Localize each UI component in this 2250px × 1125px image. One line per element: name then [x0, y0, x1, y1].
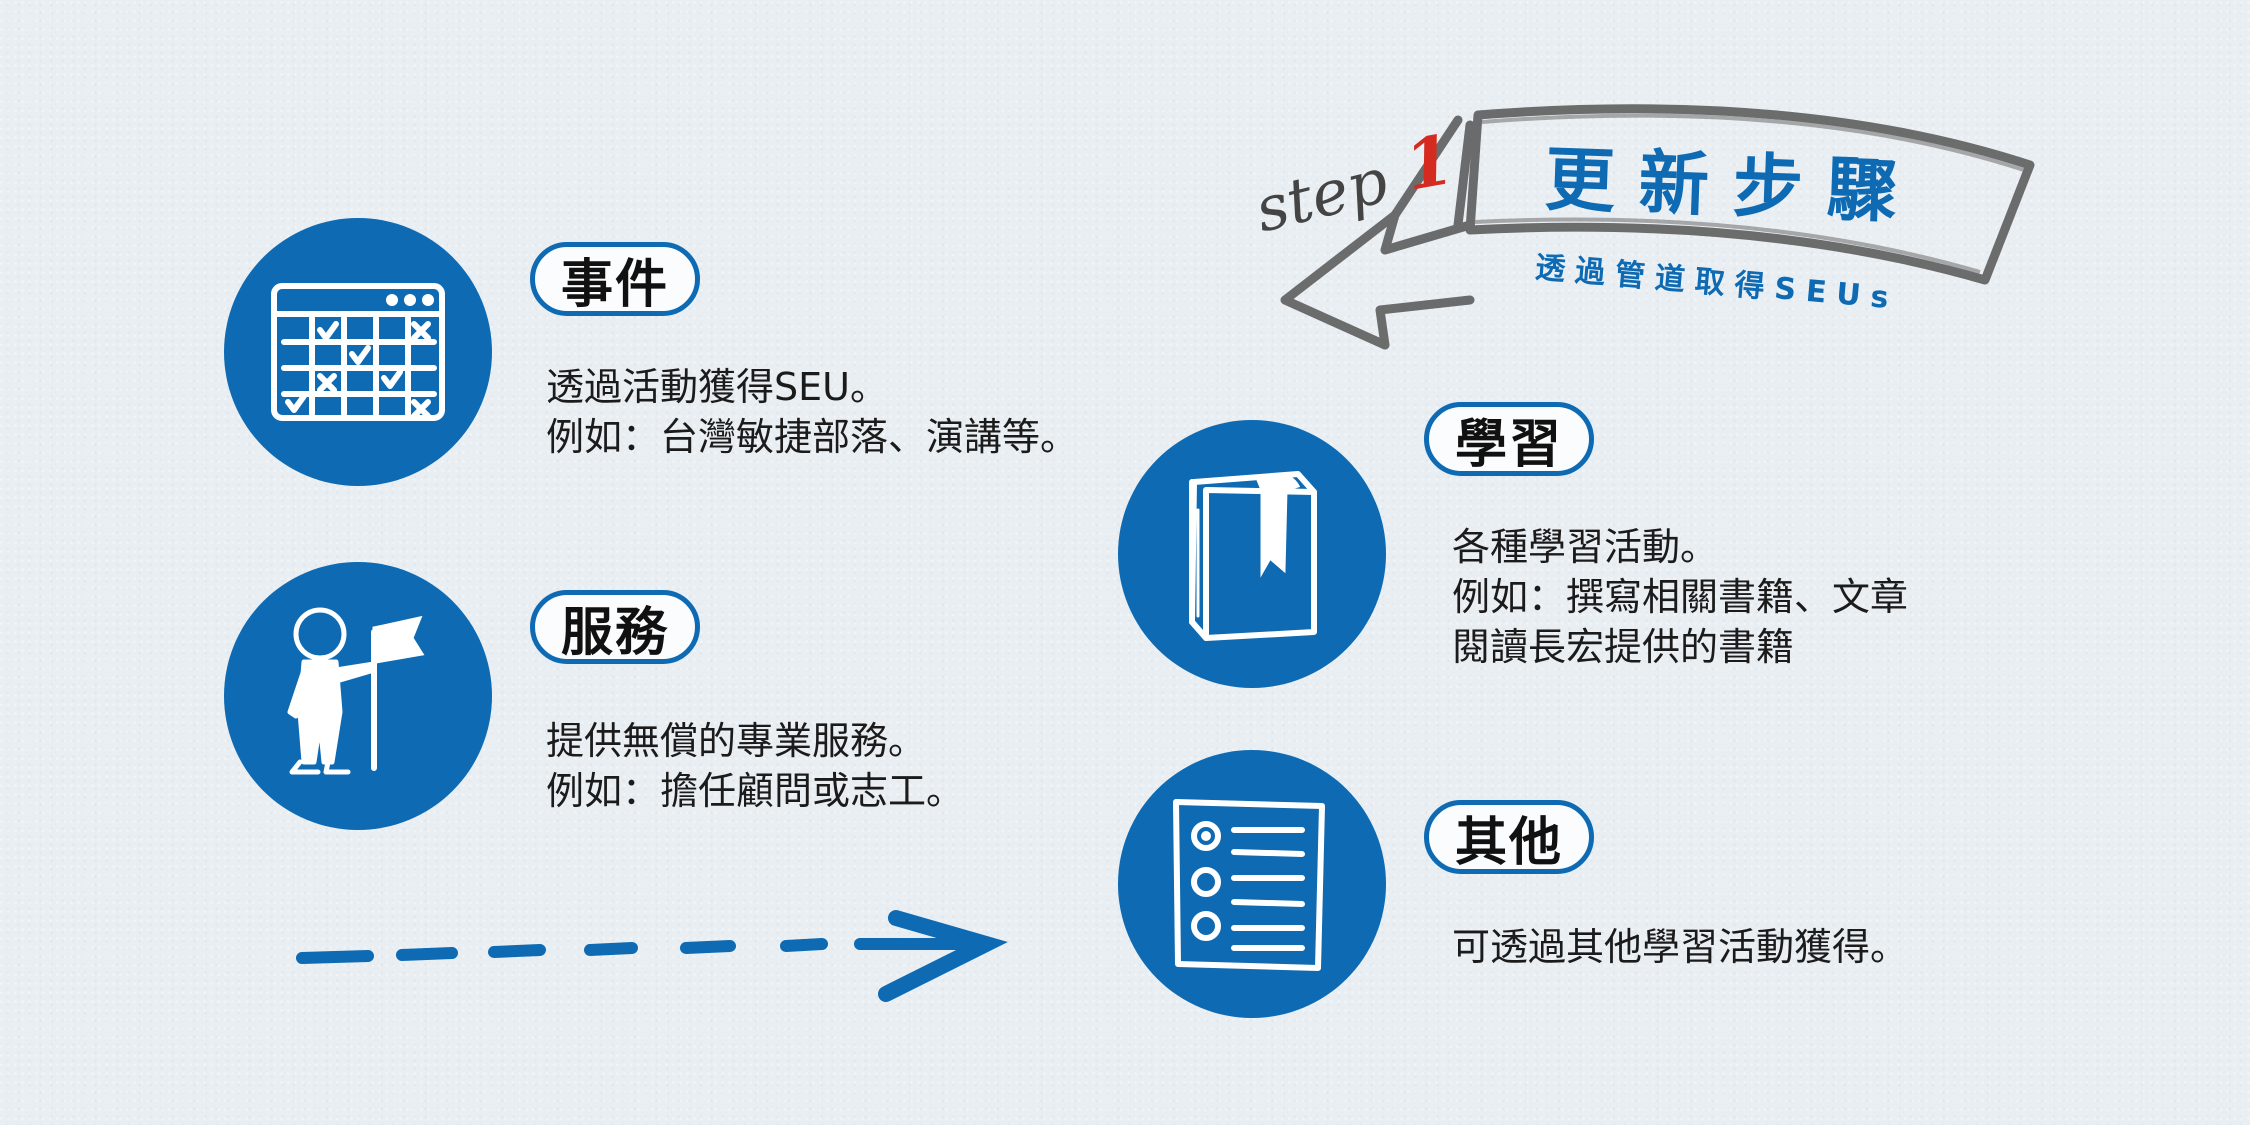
- other-description: 可透過其他學習活動獲得。: [1452, 922, 1908, 972]
- checklist-icon: [1173, 799, 1325, 971]
- learning-line-1: 各種學習活動。: [1452, 525, 1719, 569]
- other-title: 其他: [1424, 800, 1595, 874]
- learning-title: 學習: [1424, 402, 1595, 476]
- other-icon-circle: [1118, 750, 1386, 1018]
- service-line-2: 例如：擔任顧問或志工。: [546, 769, 965, 813]
- person-flag-icon: [287, 607, 425, 775]
- events-line-1: 透過活動獲得SEU。: [546, 365, 888, 409]
- service-description: 提供無償的專業服務。 例如：擔任顧問或志工。: [546, 716, 964, 816]
- learning-line-2: 例如：撰寫相關書籍、文章: [1452, 575, 1909, 619]
- learning-icon-circle: [1118, 420, 1386, 688]
- other-line-1: 可透過其他學習活動獲得。: [1452, 925, 1909, 969]
- events-line-2: 例如：台灣敏捷部落、演講等。: [546, 415, 1079, 459]
- service-icon-circle: [224, 562, 492, 830]
- events-description: 透過活動獲得SEU。 例如：台灣敏捷部落、演講等。: [546, 362, 1078, 462]
- events-icon-circle: [224, 218, 492, 486]
- book-icon: [1189, 471, 1317, 641]
- events-title: 事件: [530, 242, 701, 316]
- calendar-icon: [271, 283, 445, 421]
- learning-description: 各種學習活動。 例如：撰寫相關書籍、文章 閱讀長宏提供的書籍: [1452, 522, 1908, 672]
- service-line-1: 提供無償的專業服務。: [546, 719, 927, 763]
- service-title: 服務: [530, 590, 701, 664]
- learning-line-3: 閱讀長宏提供的書籍: [1452, 625, 1795, 669]
